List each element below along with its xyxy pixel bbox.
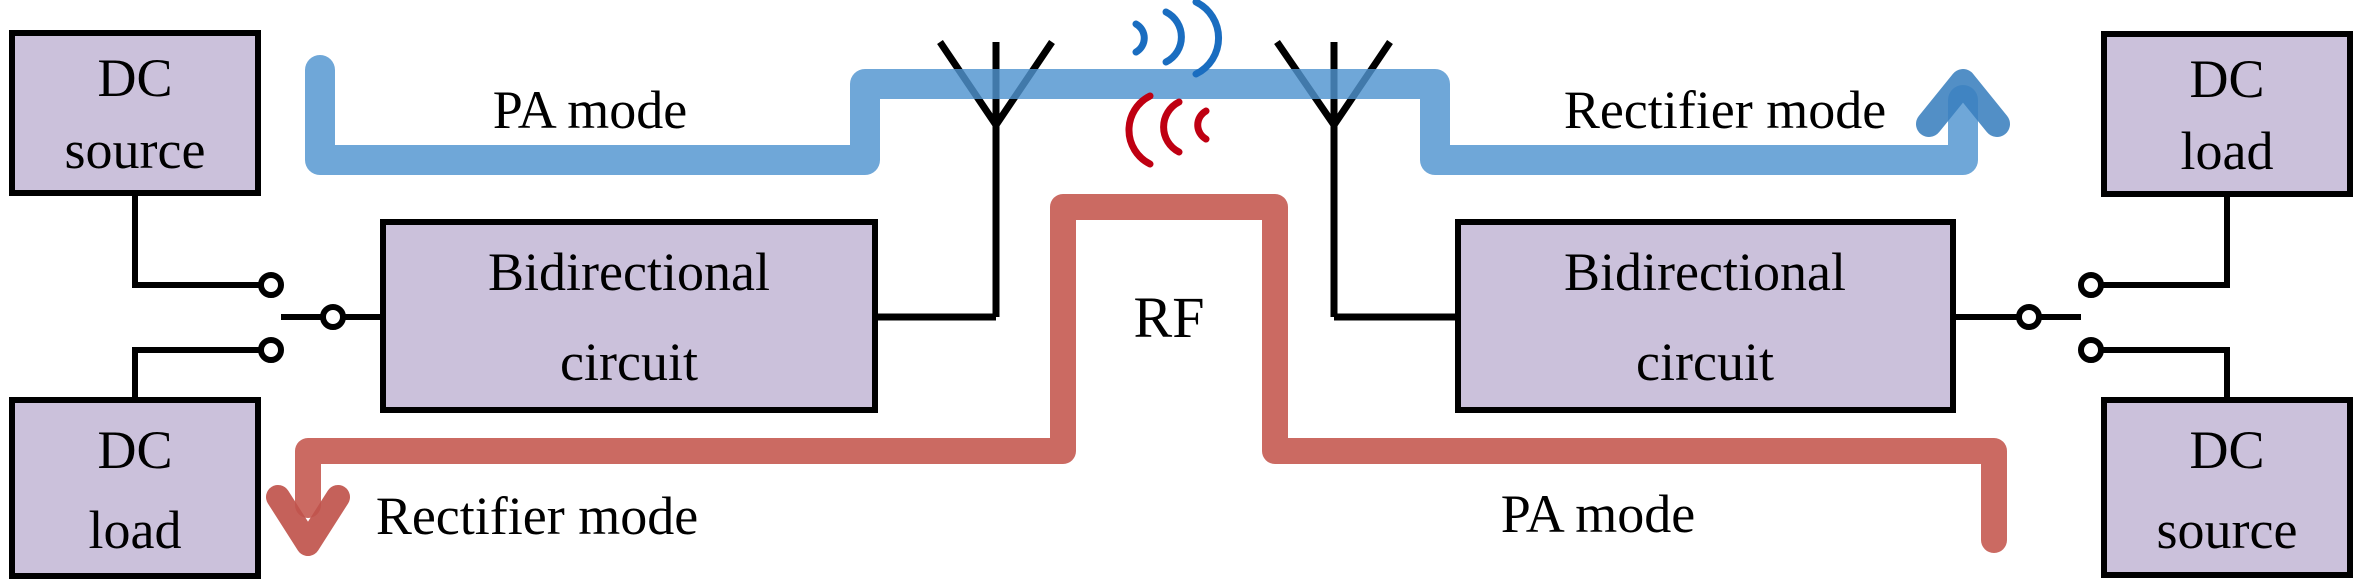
wire-group [132, 193, 2230, 400]
rf-label: RF [1134, 285, 1205, 350]
switch-pole-right [2016, 304, 2042, 330]
box-group [9, 30, 2353, 579]
bidirectional-left-label-line2: circuit [560, 332, 698, 392]
switch-contact-right-lower [2078, 337, 2104, 363]
rf-waves-blue [1132, 0, 1222, 78]
switch-pole-left [320, 304, 346, 330]
bidirectional-circuit-box-right [1455, 219, 1956, 413]
wave-blue-medium-icon [1162, 8, 1185, 66]
dc-source-left-label-line1: DC [97, 48, 172, 108]
antenna-group [875, 40, 1458, 321]
dc-load-right-label-line1: DC [2189, 49, 2264, 109]
wire-left-source-to-switch [132, 193, 261, 288]
antenna-right-icon [1274, 40, 1458, 321]
pa-mode-top-label: PA mode [493, 80, 688, 140]
bidirectional-right-label-line1: Bidirectional [1564, 242, 1846, 302]
power-flow-path-blue [305, 55, 1978, 175]
dc-source-left-label-line2: source [65, 120, 206, 180]
dc-load-box-left [9, 397, 261, 579]
switch-contact-right-upper [2078, 272, 2104, 298]
wire-right-source-to-switch [2101, 347, 2230, 400]
switch-contact-left-upper [258, 272, 284, 298]
dc-load-left-label-line2: load [89, 500, 182, 560]
dc-load-box-right [2101, 31, 2353, 197]
switch-contact-left-lower [258, 337, 284, 363]
wave-red-large-icon [1125, 92, 1154, 168]
arrowhead-down-red [266, 485, 350, 556]
rectifier-mode-top-label: Rectifier mode [1564, 80, 1886, 140]
dc-source-box-right [2101, 397, 2353, 578]
dc-source-box-left [9, 30, 261, 196]
wave-blue-large-icon [1192, 0, 1222, 78]
rf-waves-red [1125, 92, 1210, 168]
arrowhead-up-blue [1916, 69, 2010, 137]
wave-blue-small-icon [1132, 20, 1148, 56]
power-flow-path-red [295, 194, 2007, 553]
antenna-left-icon [875, 40, 1055, 321]
wave-red-small-icon [1194, 107, 1210, 143]
dc-load-left-label-line1: DC [97, 420, 172, 480]
dc-source-right-label-line2: source [2157, 500, 2298, 560]
wire-right-load-to-switch [2101, 194, 2230, 288]
wave-red-medium-icon [1160, 98, 1183, 156]
bidirectional-right-label-line2: circuit [1636, 332, 1774, 392]
bidirectional-left-label-line1: Bidirectional [488, 242, 770, 302]
pa-mode-bottom-label: PA mode [1501, 484, 1696, 544]
bidirectional-circuit-box-left [380, 219, 878, 413]
rectifier-mode-bottom-label: Rectifier mode [376, 486, 698, 546]
dc-source-right-label-line1: DC [2189, 420, 2264, 480]
dc-load-right-label-line2: load [2181, 121, 2274, 181]
text-group: DC source DC load Bidirectional circuit … [65, 48, 2298, 560]
wire-left-load-to-switch [132, 347, 261, 400]
